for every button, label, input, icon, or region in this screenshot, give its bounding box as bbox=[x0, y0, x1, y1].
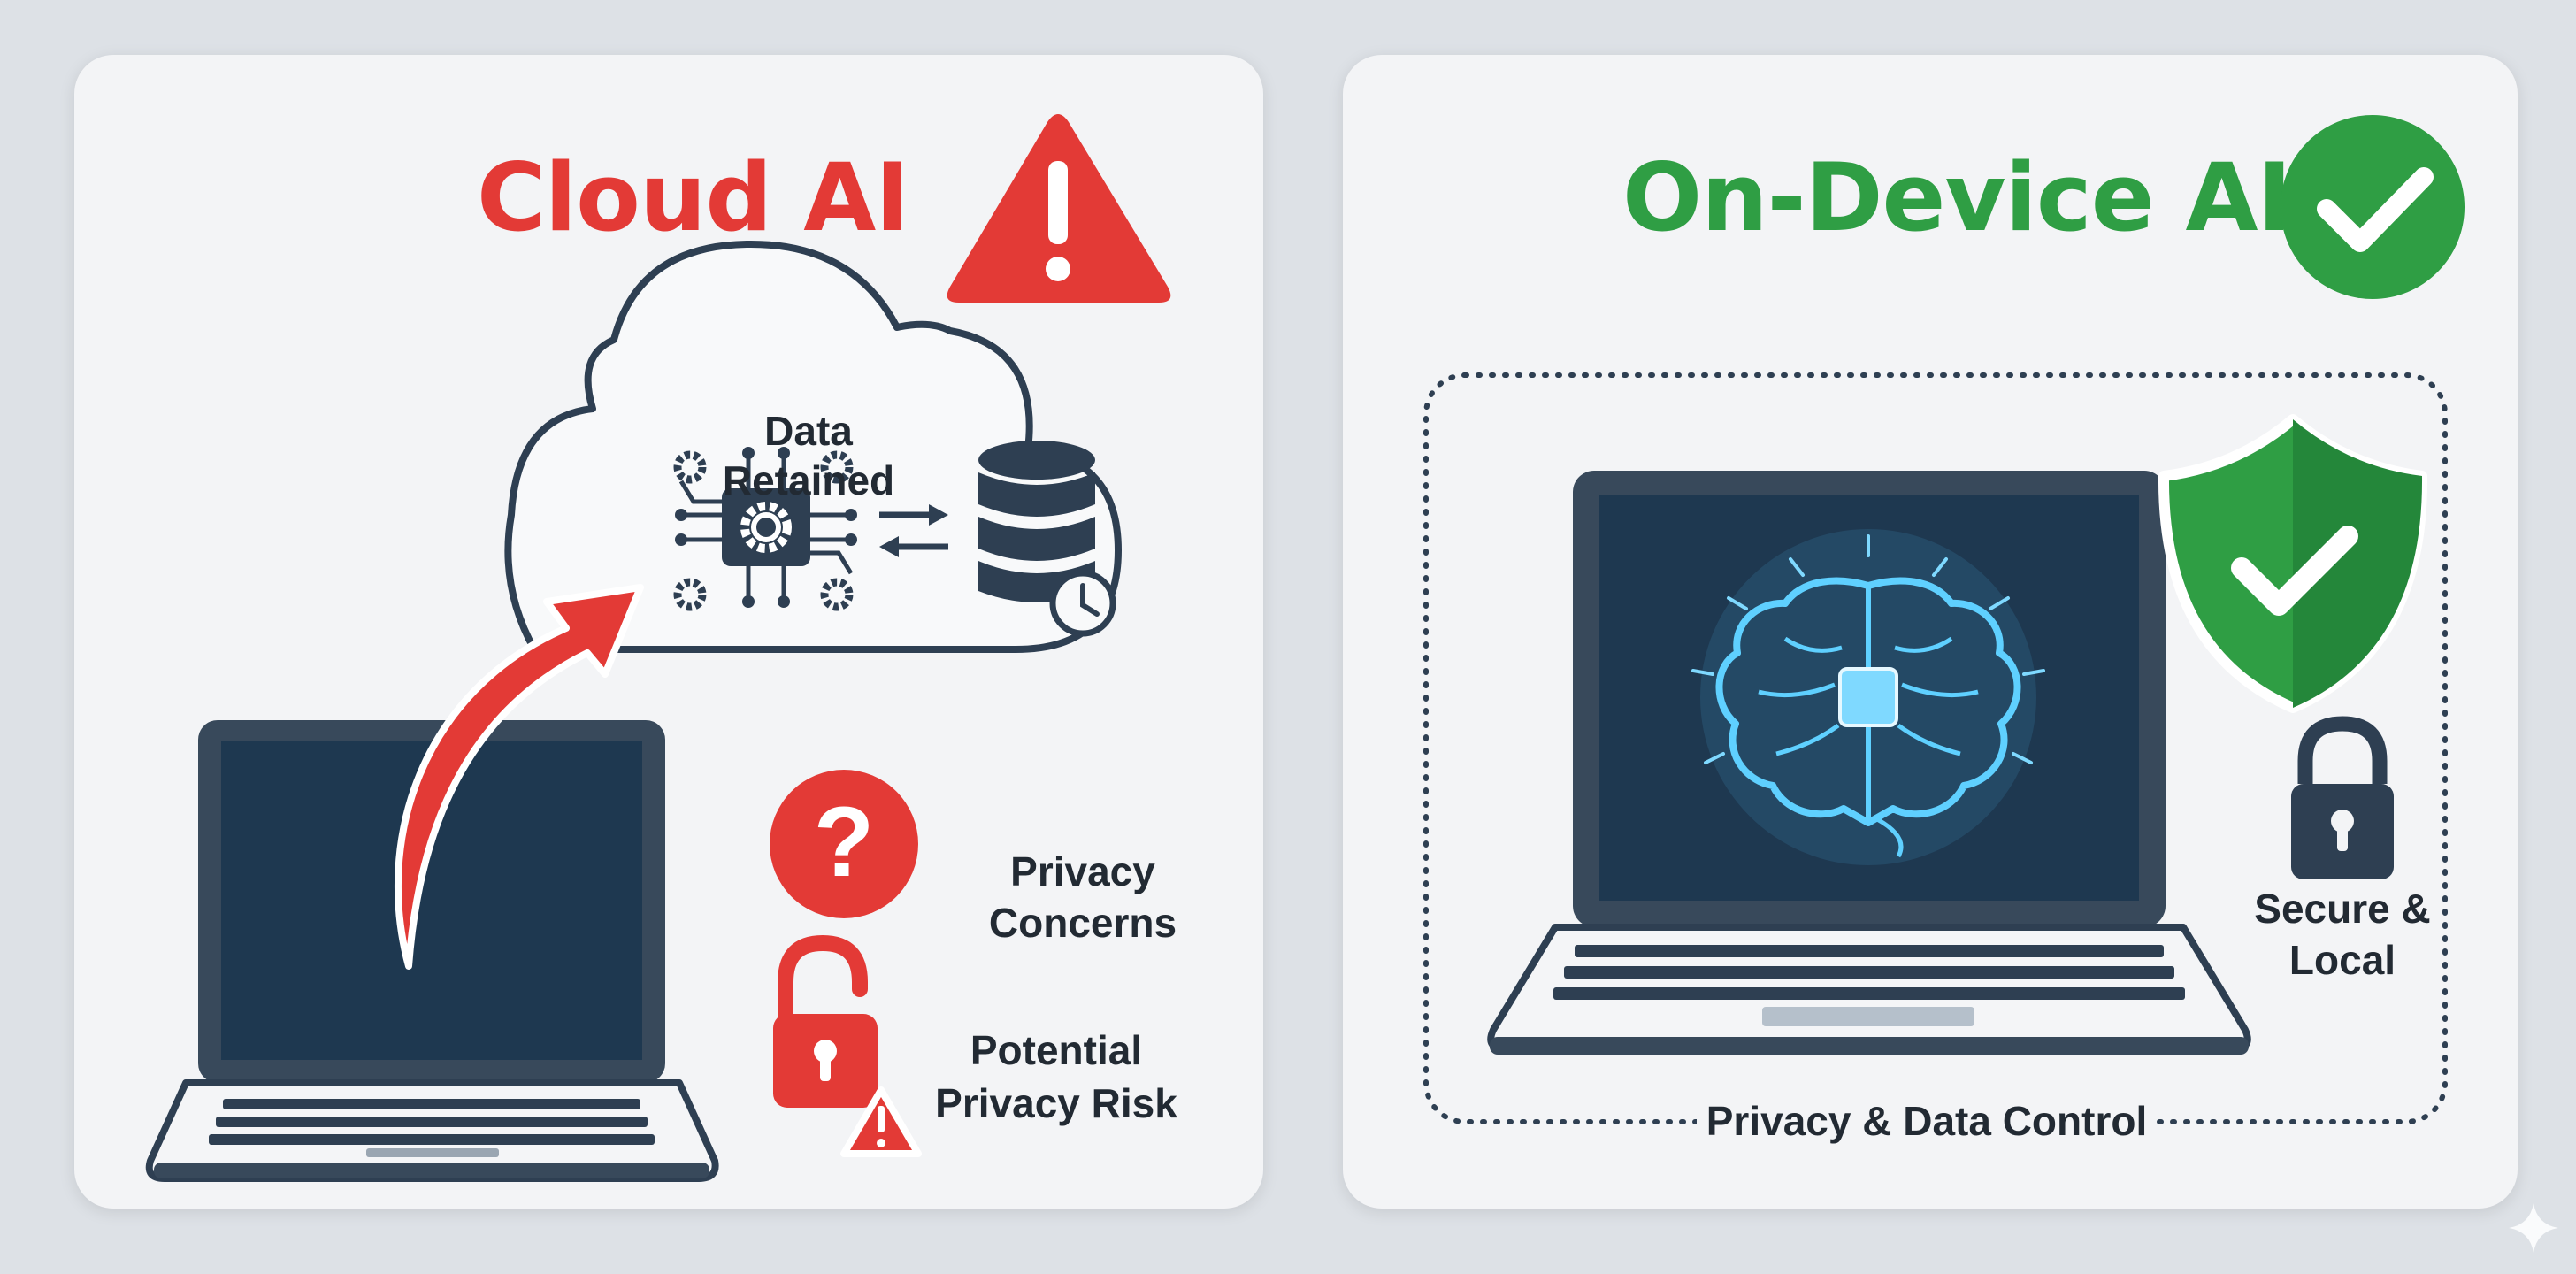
secure-local-line1: Secure & bbox=[2254, 886, 2431, 932]
small-gear-icon bbox=[673, 450, 854, 611]
data-exchange-arrows-icon bbox=[879, 504, 948, 557]
privacy-data-control-label: Privacy & Data Control bbox=[1706, 1098, 2148, 1144]
on-device-ai-illustration bbox=[1423, 115, 2465, 1148]
shield-check-icon bbox=[2158, 414, 2428, 713]
svg-text:?: ? bbox=[814, 787, 874, 897]
upload-arrow-icon bbox=[394, 584, 644, 970]
padlock-icon bbox=[2291, 716, 2394, 879]
sparkle-icon bbox=[2509, 1203, 2558, 1253]
check-circle-icon bbox=[2281, 115, 2465, 299]
privacy-concerns-line2: Concerns bbox=[988, 900, 1177, 946]
processor-chip-icon bbox=[678, 453, 854, 602]
privacy-risk-line2: Privacy Risk bbox=[935, 1080, 1177, 1126]
privacy-risk-line1: Potential bbox=[970, 1027, 1143, 1073]
brain-icon bbox=[1691, 529, 2045, 865]
cloud-shape bbox=[504, 240, 1122, 653]
gear-icon bbox=[740, 502, 792, 553]
cloud-label-line2: Retained bbox=[722, 457, 895, 503]
cloud-label-line1: Data bbox=[764, 408, 853, 454]
privacy-concerns-line1: Privacy bbox=[1010, 848, 1155, 894]
cloud-ai-panel: Cloud AI bbox=[74, 55, 1263, 1209]
secure-local-line2: Local bbox=[2288, 937, 2396, 983]
clock-icon bbox=[1049, 570, 1116, 637]
database-icon bbox=[978, 441, 1095, 602]
open-padlock-icon bbox=[773, 934, 878, 1108]
small-warning-icon bbox=[840, 1086, 922, 1157]
on-device-ai-title: On-Device AI bbox=[1622, 143, 2292, 252]
cloud-ai-title: Cloud AI bbox=[477, 143, 910, 252]
on-device-ai-panel: On-Device AI bbox=[1343, 55, 2518, 1209]
question-circle-icon: ? bbox=[770, 770, 918, 918]
warning-triangle-icon bbox=[947, 114, 1171, 303]
cloud-ai-illustration: ? bbox=[145, 114, 1171, 1182]
